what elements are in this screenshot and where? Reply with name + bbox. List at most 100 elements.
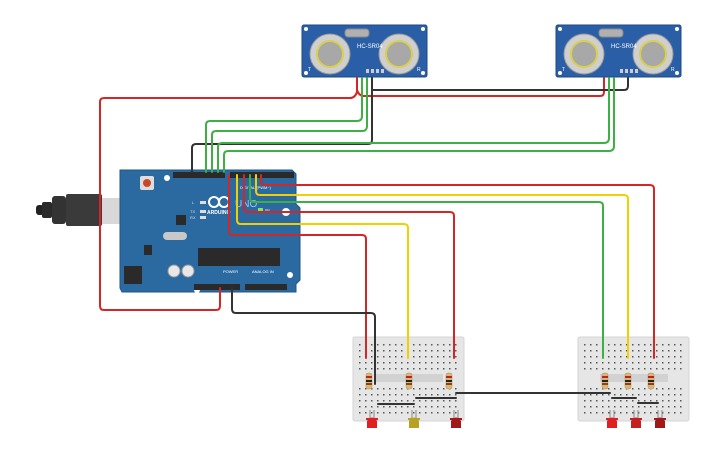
breadboard-hole[interactable] [449, 344, 451, 346]
breadboard-hole[interactable] [626, 400, 628, 402]
breadboard-hole[interactable] [407, 400, 409, 402]
breadboard-hole[interactable] [608, 394, 610, 396]
breadboard-hole[interactable] [437, 368, 439, 370]
breadboard-hole[interactable] [590, 388, 592, 390]
led[interactable] [606, 410, 618, 428]
breadboard-hole[interactable] [668, 406, 670, 408]
breadboard-hole[interactable] [590, 394, 592, 396]
breadboard-hole[interactable] [413, 394, 415, 396]
breadboard-hole[interactable] [443, 406, 445, 408]
breadboard-hole[interactable] [644, 400, 646, 402]
breadboard-hole[interactable] [674, 388, 676, 390]
breadboard-hole[interactable] [602, 406, 604, 408]
breadboard-hole[interactable] [419, 400, 421, 402]
breadboard-hole[interactable] [377, 362, 379, 364]
breadboard-hole[interactable] [626, 406, 628, 408]
wire-yellow-left[interactable] [236, 174, 409, 359]
breadboard-hole[interactable] [419, 368, 421, 370]
breadboard-hole[interactable] [359, 362, 361, 364]
breadboard-hole[interactable] [407, 412, 409, 414]
breadboard-hole[interactable] [590, 368, 592, 370]
breadboard-hole[interactable] [401, 368, 403, 370]
breadboard-hole[interactable] [365, 412, 367, 414]
breadboard-hole[interactable] [455, 356, 457, 358]
breadboard-hole[interactable] [644, 350, 646, 352]
breadboard-hole[interactable] [590, 412, 592, 414]
breadboard-hole[interactable] [662, 350, 664, 352]
breadboard-hole[interactable] [455, 406, 457, 408]
breadboard-hole[interactable] [620, 400, 622, 402]
breadboard-hole[interactable] [359, 412, 361, 414]
breadboard-hole[interactable] [632, 350, 634, 352]
breadboard-hole[interactable] [638, 394, 640, 396]
breadboard-hole[interactable] [650, 350, 652, 352]
breadboard-hole[interactable] [407, 394, 409, 396]
breadboard-hole[interactable] [365, 394, 367, 396]
breadboard-hole[interactable] [608, 400, 610, 402]
breadboard-hole[interactable] [680, 400, 682, 402]
resistor[interactable] [647, 372, 655, 390]
breadboard-hole[interactable] [668, 344, 670, 346]
breadboard-hole[interactable] [680, 406, 682, 408]
breadboard-hole[interactable] [449, 412, 451, 414]
breadboard-hole[interactable] [359, 400, 361, 402]
breadboard-hole[interactable] [638, 406, 640, 408]
breadboard-hole[interactable] [584, 368, 586, 370]
breadboard-hole[interactable] [383, 362, 385, 364]
led[interactable] [450, 410, 462, 428]
breadboard-hole[interactable] [389, 406, 391, 408]
breadboard-hole[interactable] [443, 350, 445, 352]
breadboard-hole[interactable] [674, 368, 676, 370]
breadboard-hole[interactable] [674, 400, 676, 402]
breadboard-hole[interactable] [638, 350, 640, 352]
breadboard-hole[interactable] [371, 368, 373, 370]
breadboard-hole[interactable] [662, 356, 664, 358]
breadboard-hole[interactable] [644, 388, 646, 390]
breadboard-hole[interactable] [668, 350, 670, 352]
breadboard-hole[interactable] [431, 344, 433, 346]
breadboard-hole[interactable] [377, 344, 379, 346]
led[interactable] [366, 410, 378, 428]
breadboard-hole[interactable] [437, 394, 439, 396]
breadboard-hole[interactable] [389, 400, 391, 402]
breadboard-hole[interactable] [620, 362, 622, 364]
breadboard-hole[interactable] [620, 344, 622, 346]
breadboard-hole[interactable] [626, 394, 628, 396]
breadboard-hole[interactable] [419, 394, 421, 396]
breadboard-hole[interactable] [632, 368, 634, 370]
breadboard-hole[interactable] [650, 368, 652, 370]
breadboard-hole[interactable] [638, 356, 640, 358]
breadboard-hole[interactable] [596, 388, 598, 390]
breadboard-hole[interactable] [365, 400, 367, 402]
breadboard-hole[interactable] [389, 344, 391, 346]
breadboard-hole[interactable] [359, 344, 361, 346]
breadboard-right[interactable] [577, 336, 690, 422]
breadboard-hole[interactable] [602, 400, 604, 402]
breadboard-hole[interactable] [644, 394, 646, 396]
breadboard-hole[interactable] [437, 356, 439, 358]
breadboard-hole[interactable] [680, 388, 682, 390]
breadboard-hole[interactable] [662, 344, 664, 346]
breadboard-hole[interactable] [644, 406, 646, 408]
breadboard-hole[interactable] [584, 394, 586, 396]
breadboard-hole[interactable] [608, 412, 610, 414]
breadboard-hole[interactable] [449, 362, 451, 364]
breadboard-hole[interactable] [608, 350, 610, 352]
wire-5v-sensor1[interactable] [99, 77, 358, 311]
breadboard-hole[interactable] [371, 356, 373, 358]
breadboard-hole[interactable] [419, 412, 421, 414]
breadboard-hole[interactable] [662, 400, 664, 402]
breadboard-hole[interactable] [425, 400, 427, 402]
breadboard-hole[interactable] [455, 350, 457, 352]
breadboard-hole[interactable] [650, 394, 652, 396]
breadboard-hole[interactable] [608, 362, 610, 364]
breadboard-hole[interactable] [425, 412, 427, 414]
breadboard-hole[interactable] [455, 394, 457, 396]
breadboard-hole[interactable] [596, 368, 598, 370]
breadboard-hole[interactable] [662, 388, 664, 390]
breadboard-hole[interactable] [395, 412, 397, 414]
breadboard-hole[interactable] [632, 388, 634, 390]
breadboard-hole[interactable] [644, 362, 646, 364]
breadboard-hole[interactable] [425, 350, 427, 352]
breadboard-hole[interactable] [371, 406, 373, 408]
